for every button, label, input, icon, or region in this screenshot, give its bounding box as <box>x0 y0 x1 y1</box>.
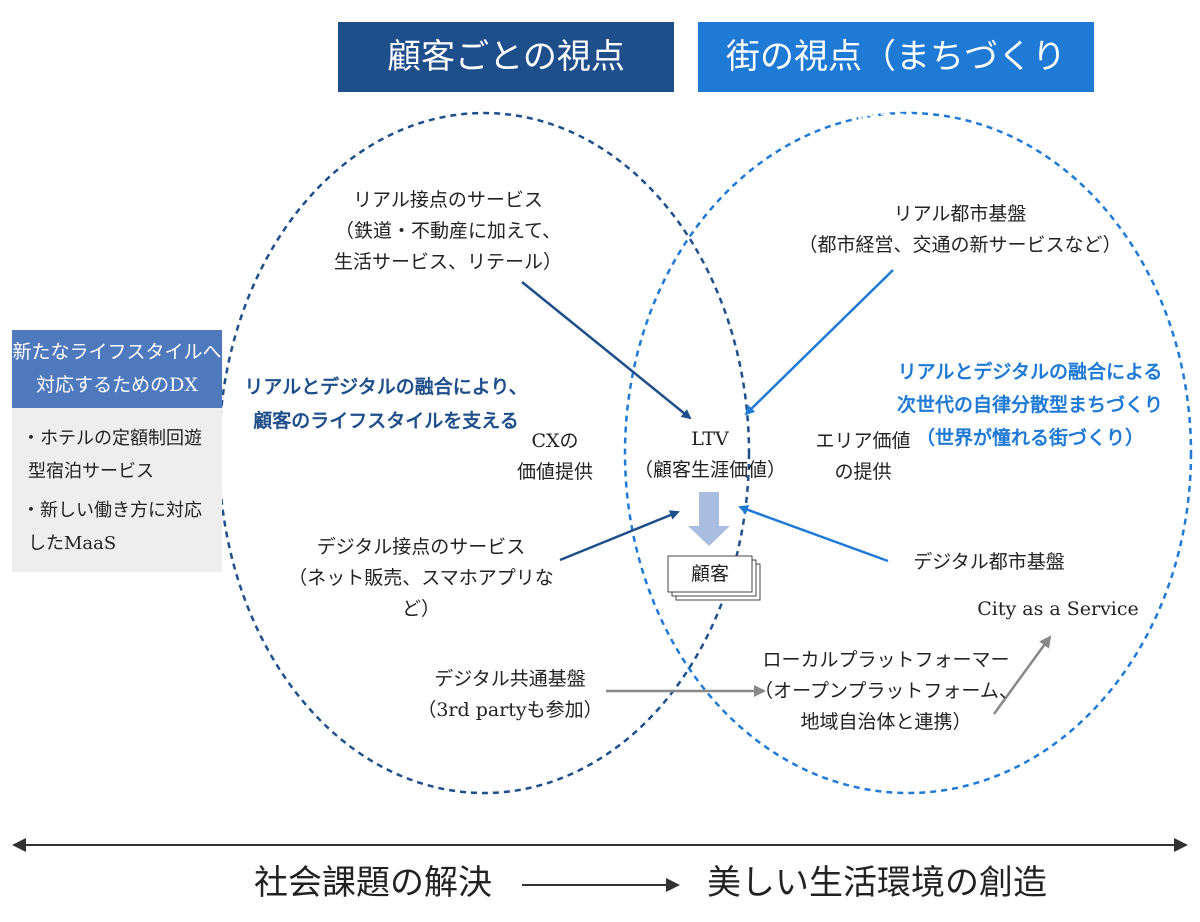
real-service-line: 生活サービス、リテール） <box>333 251 562 273</box>
sidebar-item-hotel: ・ホテルの定額制回遊 型宿泊サービス <box>22 422 214 488</box>
arrow-platformer-to-city <box>992 635 1052 715</box>
cx-line: CXの <box>531 430 579 452</box>
cx-value-label: CXの 価値提供 <box>500 426 610 488</box>
left-ellipse <box>217 111 751 795</box>
arrow-digital-service-to-ltv <box>559 510 680 562</box>
right-tagline-line: 次世代の自律分散型まちづくり <box>896 394 1163 416</box>
sidebar-title-line: 対応するためのDX <box>36 374 198 396</box>
sidebar-title-line: 新たなライフスタイルへ <box>12 341 222 363</box>
digital-infra-label: デジタル都市基盤 <box>913 551 1065 573</box>
real-infra-line: （都市経営、交通の新サービスなど） <box>798 234 1122 256</box>
sidebar-item-line: 型宿泊サービス <box>28 461 154 482</box>
digital-service-label: デジタル接点のサービス （ネット販売、スマホアプリなど） <box>276 532 566 625</box>
arrow-real-service-to-ltv <box>521 281 692 420</box>
arrow-digital-infra-to-ltv <box>738 505 889 563</box>
digital-service-line: デジタル接点のサービス <box>316 536 526 558</box>
real-infra-line: リアル都市基盤 <box>893 203 1027 225</box>
local-platformer-line: ローカルプラットフォーマー <box>762 649 1010 671</box>
arrow-real-infra-to-ltv <box>744 269 894 416</box>
sidebar-item-line: したMaaS <box>28 533 117 554</box>
cx-line: 価値提供 <box>516 461 593 483</box>
sidebar-item-line: ・ホテルの定額制回遊 <box>22 428 202 449</box>
left-tagline-line: 顧客のライフスタイルを支える <box>253 410 519 432</box>
real-service-label: リアル接点のサービス （鉄道・不動産に加えて、 生活サービス、リテール） <box>296 185 600 278</box>
area-line: の提供 <box>834 461 892 483</box>
real-service-line: （鉄道・不動産に加えて、 <box>334 220 562 242</box>
header-customer-view: 顧客ごとの視点 <box>338 22 674 92</box>
digital-common-line: （3rd partyも参加） <box>417 699 603 721</box>
city-as-a-service-label: City as a Service <box>977 598 1139 620</box>
digital-common-line: デジタル共通基盤 <box>434 668 586 690</box>
local-platformer-line: 地域自治体と連携） <box>800 711 972 733</box>
local-platformer-label: ローカルプラットフォーマー （オープンプラットフォーム、 地域自治体と連携） <box>752 645 1020 738</box>
ltv-line: LTV <box>691 428 729 450</box>
bottom-left-text: 社会課題の解決 <box>254 863 492 903</box>
left-tagline: リアルとデジタルの融合により、 顧客のライフスタイルを支える <box>238 370 534 438</box>
down-arrow <box>688 492 730 546</box>
sidebar-item-line: ・新しい働き方に対応 <box>22 500 202 521</box>
sidebar-item-maas: ・新しい働き方に対応 したMaaS <box>22 494 214 560</box>
right-tagline: リアルとデジタルの融合による 次世代の自律分散型まちづくり （世界が憧れる街づく… <box>882 356 1178 455</box>
real-service-line: リアル接点のサービス <box>353 189 543 211</box>
bottom-right-text: 美しい生活環境の創造 <box>707 863 1047 903</box>
sidebar-body: ・ホテルの定額制回遊 型宿泊サービス ・新しい働き方に対応 したMaaS <box>12 408 222 572</box>
ltv-label: LTV （顧客生涯価値） <box>620 424 800 486</box>
area-value-label: エリア価値 の提供 <box>800 426 926 488</box>
left-tagline-line: リアルとデジタルの融合により、 <box>244 376 528 398</box>
local-platformer-line: （オープンプラットフォーム、 <box>754 680 1018 702</box>
right-tagline-line: リアルとデジタルの融合による <box>897 361 1163 383</box>
digital-service-line: （ネット販売、スマホアプリなど） <box>288 567 554 620</box>
customer-box-front <box>667 555 753 593</box>
area-line: エリア価値 <box>815 430 911 452</box>
sidebar-title: 新たなライフスタイルへ 対応するためのDX <box>12 330 222 408</box>
ltv-line: （顧客生涯価値） <box>633 459 786 481</box>
customer-label: 顧客 <box>690 563 729 585</box>
right-tagline-line: （世界が憧れる街づくり） <box>915 427 1144 449</box>
header-city-view: 街の視点（まちづくりDX） <box>698 22 1094 147</box>
digital-common-label: デジタル共通基盤 （3rd partyも参加） <box>412 664 608 726</box>
right-ellipse <box>623 111 1193 795</box>
real-infra-label: リアル都市基盤 （都市経営、交通の新サービスなど） <box>780 199 1140 261</box>
